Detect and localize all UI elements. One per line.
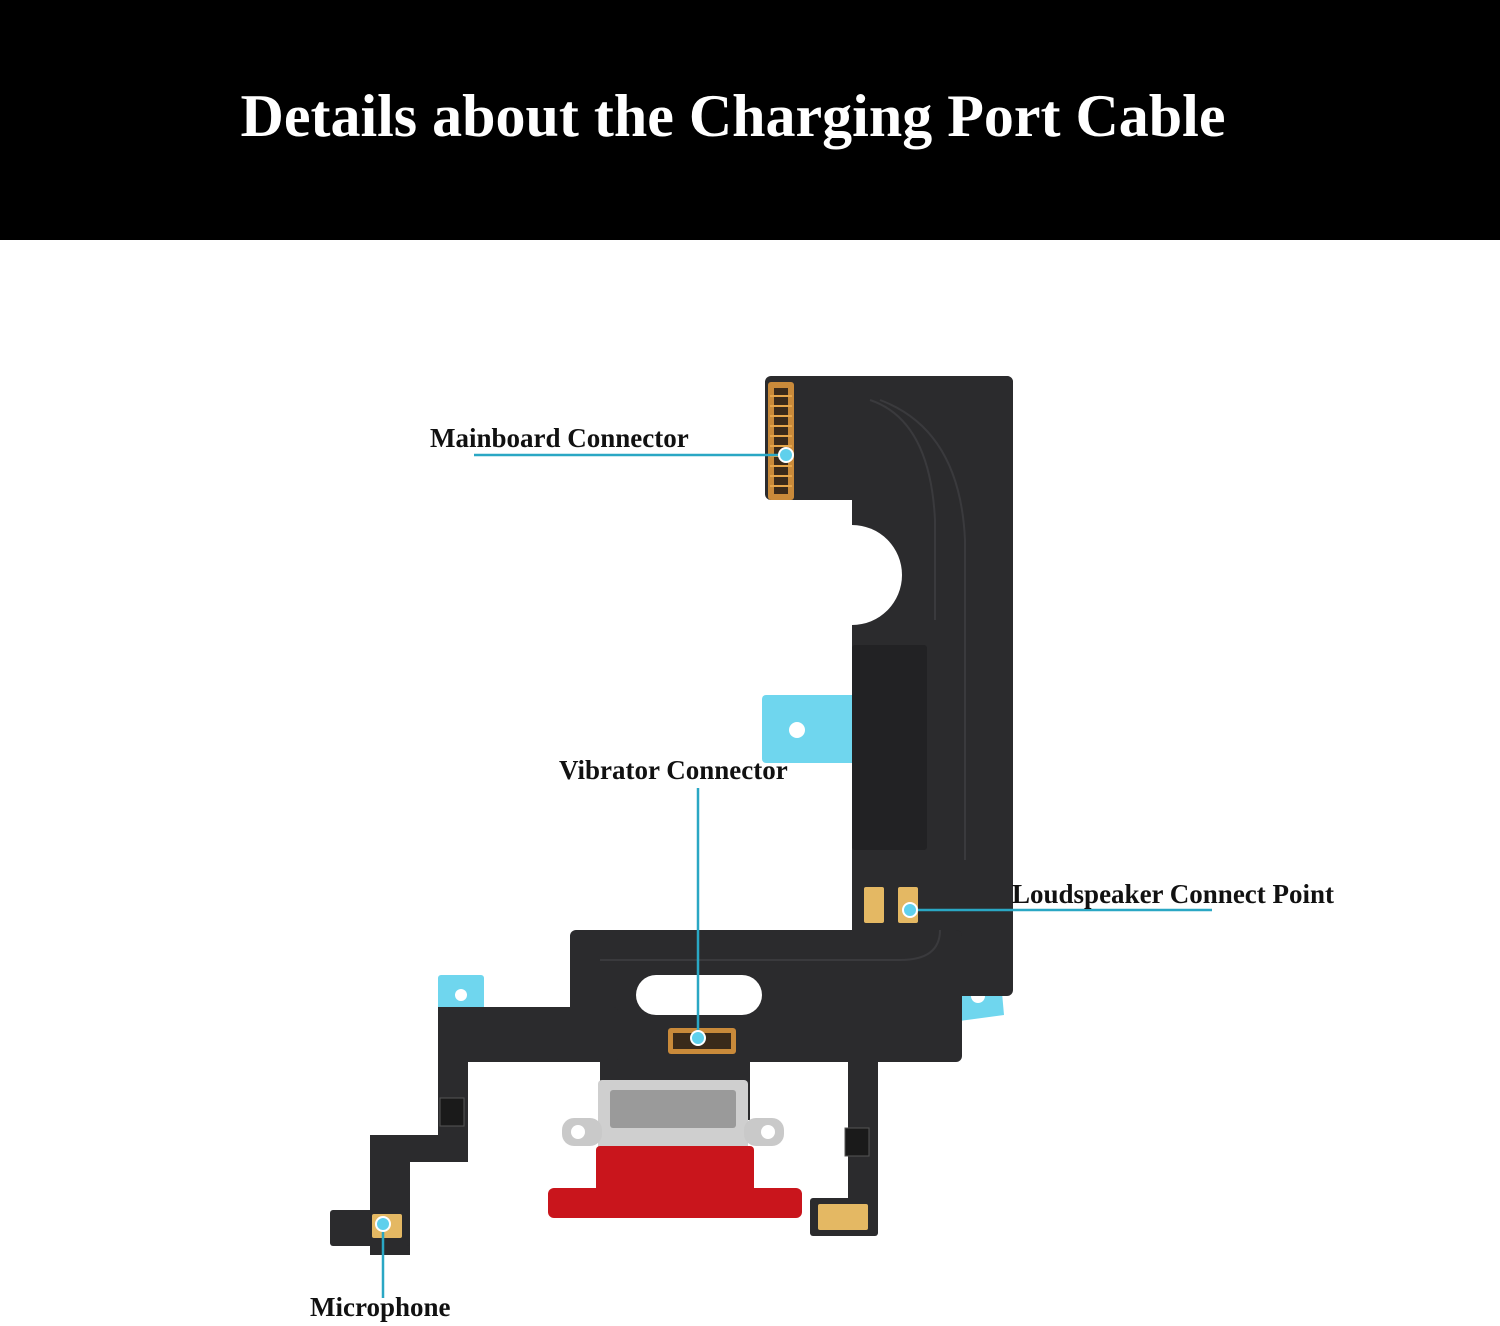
microphone-label: Microphone xyxy=(310,1292,451,1322)
microphone-components xyxy=(372,1097,870,1238)
title-banner: Details about the Charging Port Cable xyxy=(0,0,1500,240)
loudspeaker-connect-point-label: Loudspeaker Connect Point xyxy=(1012,879,1335,909)
callout-lines xyxy=(381,453,1212,1298)
mainboard-connector xyxy=(768,382,794,500)
page-title: Details about the Charging Port Cable xyxy=(240,83,1226,149)
mainboard-connector-label: Mainboard Connector xyxy=(430,423,689,453)
callout-markers xyxy=(375,447,918,1232)
charging-port xyxy=(548,1080,802,1218)
vibrator-connector-label: Vibrator Connector xyxy=(559,755,788,785)
